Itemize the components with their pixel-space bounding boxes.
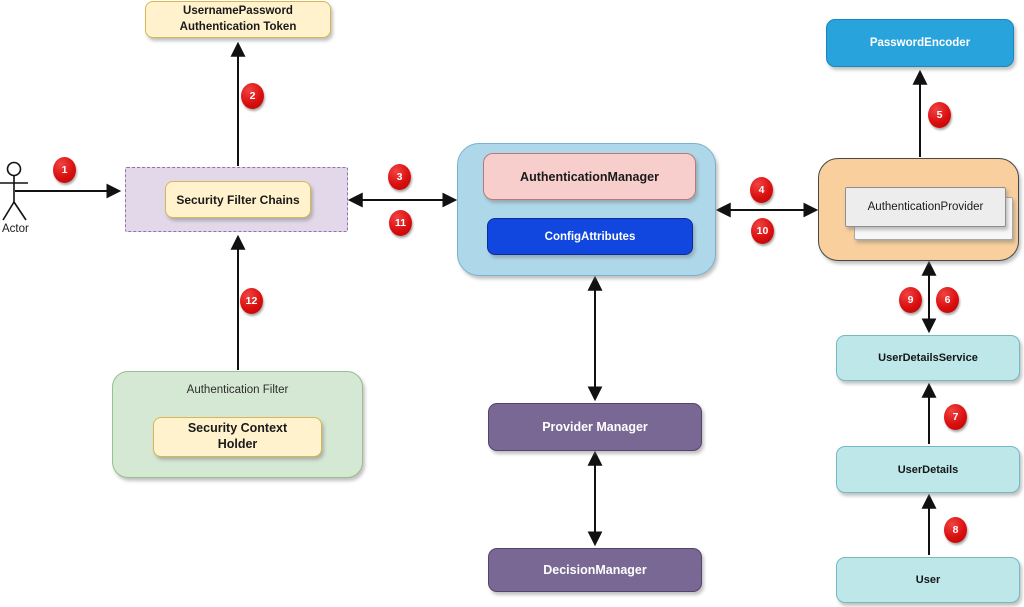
actor-icon [0,161,28,221]
node-authentication-provider: AuthenticationProvider [845,187,1006,227]
node-user: User [836,557,1020,603]
node-authentication-manager: AuthenticationManager [483,153,696,200]
step-badge-5: 5 [928,102,951,128]
step-badge-1: 1 [53,157,76,183]
step-badge-12: 12 [240,288,263,314]
node-decision-manager: DecisionManager [488,548,702,592]
actor-label: Actor [2,223,29,235]
step-badge-7: 7 [944,404,967,430]
step-badge-6: 6 [936,287,959,313]
node-security-filter-chains: Security Filter Chains [165,181,311,218]
step-badge-2: 2 [241,83,264,109]
step-badge-10: 10 [751,218,774,244]
node-config-attributes: ConfigAttributes [487,218,693,255]
step-badge-8: 8 [944,517,967,543]
step-badge-11: 11 [389,210,412,236]
step-badge-9: 9 [899,287,922,313]
node-provider-manager: Provider Manager [488,403,702,451]
step-badge-3: 3 [388,164,411,190]
step-badge-4: 4 [750,177,773,203]
node-user-details: UserDetails [836,446,1020,493]
node-password-encoder: PasswordEncoder [826,19,1014,67]
node-username-password-authentication-token: UsernamePassword Authentication Token [145,1,331,38]
node-user-details-service: UserDetailsService [836,335,1020,381]
node-security-context-holder: Security Context Holder [153,417,322,457]
